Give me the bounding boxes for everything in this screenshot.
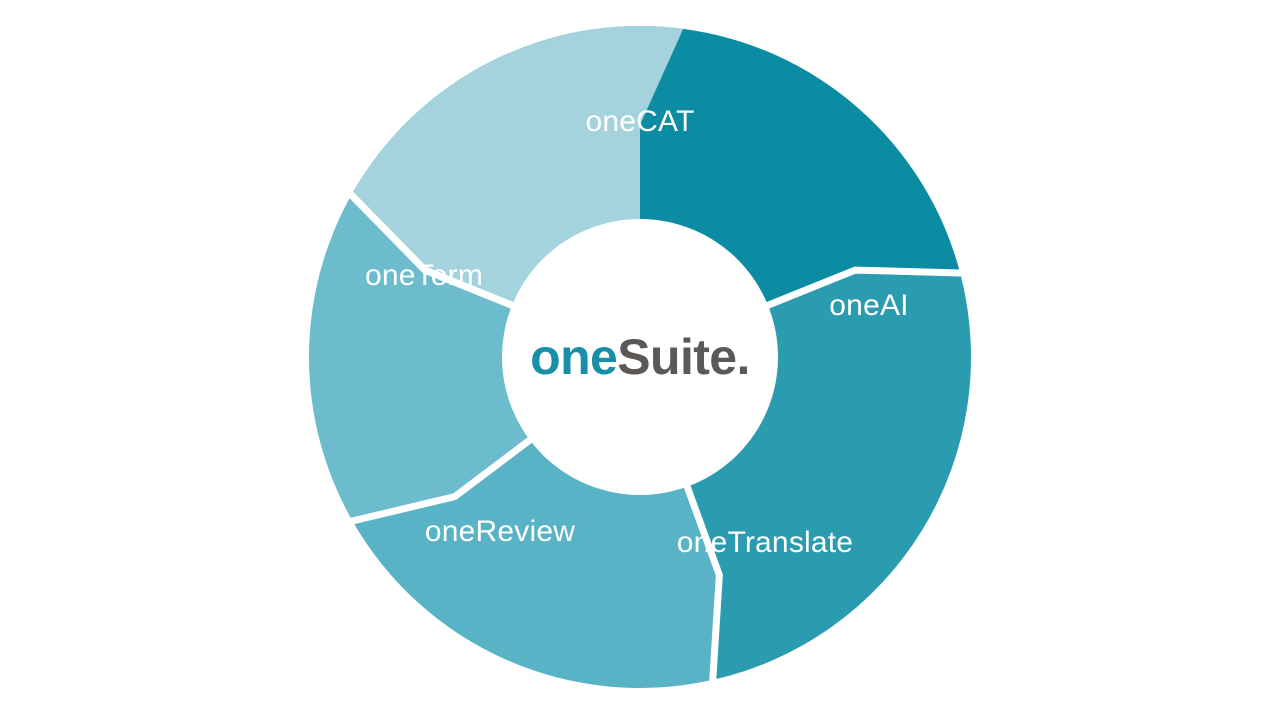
wheel-separator-oneai [761,266,965,311]
wheel-separator-onetranslate [681,479,723,685]
wheel-separators-group [345,189,965,685]
wheel-hub-disc [502,219,778,495]
wheel-separator-oneterm [345,189,519,311]
wheel-segment-onereview[interactable] [308,194,532,520]
wheel-segment-oneai[interactable] [686,270,972,681]
wheel-separator-onereview [347,433,537,526]
wheel-segment-oneterm[interactable] [351,25,684,307]
